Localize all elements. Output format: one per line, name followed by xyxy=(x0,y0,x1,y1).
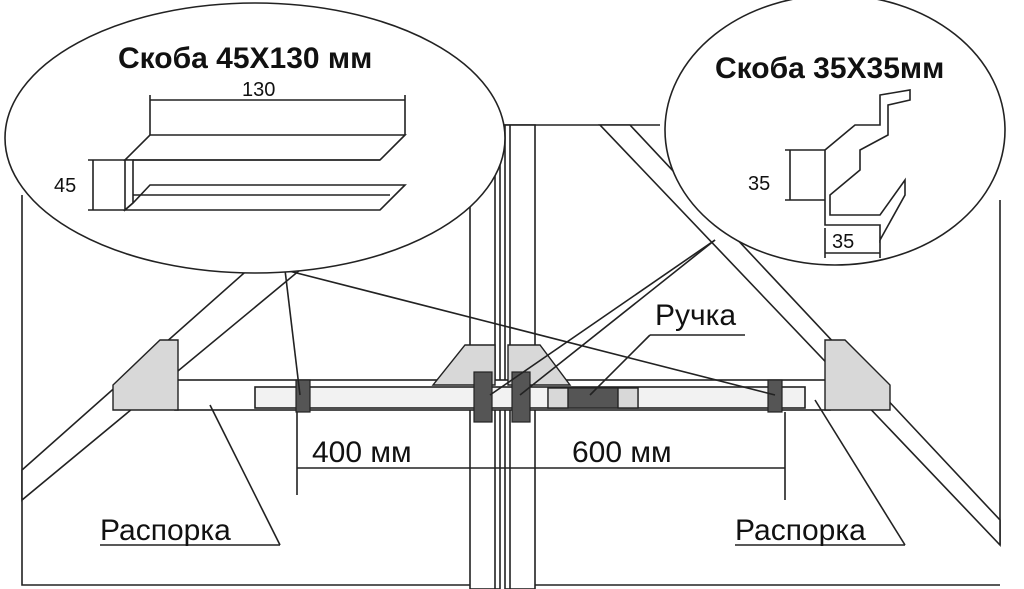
bracket-small-title: Скоба 35Х35мм xyxy=(715,52,944,85)
bracket-small-height: 35 xyxy=(748,173,770,195)
spacer-right-label: Распорка xyxy=(735,514,866,547)
spacer-left-label: Распорка xyxy=(100,514,231,547)
handle-label: Ручка xyxy=(655,299,736,332)
bracket-large-width: 130 xyxy=(242,79,275,101)
brackets xyxy=(295,371,783,423)
bracket-small-width: 35 xyxy=(832,231,854,253)
leader-lines xyxy=(100,239,906,546)
bracket-large-height: 45 xyxy=(54,175,76,197)
distance-left-label: 400 мм xyxy=(312,436,412,469)
distance-right-label: 600 мм xyxy=(572,436,672,469)
handle xyxy=(547,387,639,409)
bracket-small-callout xyxy=(664,0,1006,266)
distance-dimension xyxy=(296,412,786,500)
bracket-large-title: Скоба 45Х130 мм xyxy=(118,42,372,75)
bracket-large-callout xyxy=(4,2,506,274)
gusset-plates xyxy=(112,339,891,411)
